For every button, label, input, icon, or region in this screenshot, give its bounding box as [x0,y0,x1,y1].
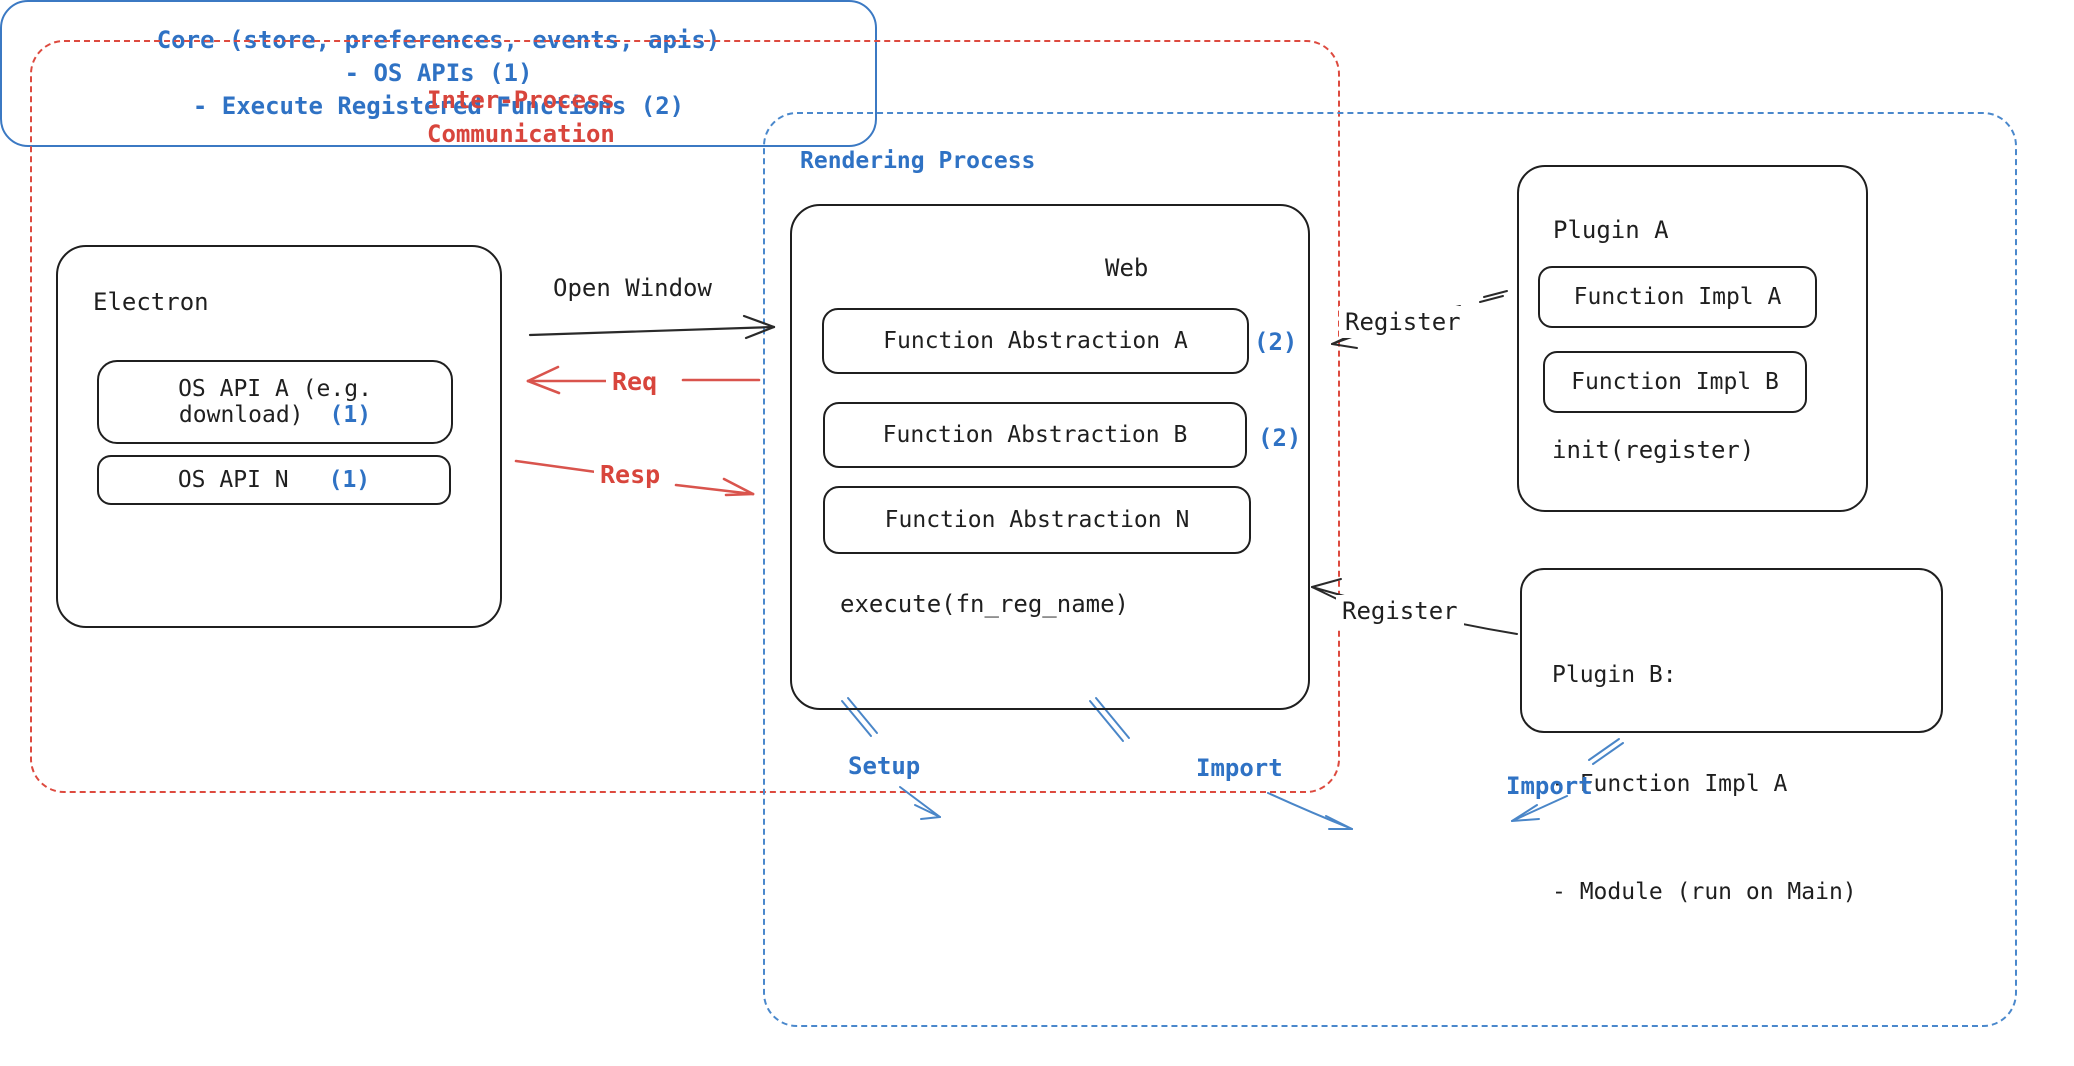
electron-title: Electron [93,288,209,316]
os-api-n-label: OS API N [177,467,289,493]
setup-label: Setup [848,752,921,780]
os-api-a-line1: OS API A (e.g. [178,376,372,402]
web-box [790,204,1310,710]
open-window-label: Open Window [553,274,712,302]
resp-label: Resp [594,458,667,492]
function-abstraction-b-badge: (2) [1258,424,1302,452]
electron-box [56,245,502,628]
rendering-process-dashed-container [763,112,2017,1027]
import-plugin-b-label: Import [1506,772,1593,800]
plugin-b-item1: - Function Impl A [1552,770,1788,797]
register-plugin-b-label: Register [1336,595,1464,628]
plugin-a-init-label: init(register) [1552,436,1755,464]
open-window-arrow-icon [528,314,776,340]
import-web-label: Import [1196,754,1283,782]
function-abstraction-n-box: Function Abstraction N [823,486,1251,554]
function-abstraction-a-box: Function Abstraction A [822,308,1249,374]
req-label: Req [606,365,664,399]
core-line3: - Execute Registered Functions (2) [192,92,685,120]
core-line2: - OS APIs (1) [344,59,533,87]
os-api-a-box: OS API A (e.g. download)(1) [97,360,453,444]
plugin-a-title: Plugin A [1553,216,1669,244]
register-plugin-a-label: Register [1339,306,1467,339]
plugin-b-title: Plugin B: [1552,661,1677,688]
plugin-b-content: Plugin B: - Function Impl A - Module (ru… [1552,588,1857,979]
function-abstraction-b-box: Function Abstraction B [823,402,1247,468]
ipc-dashed-container [30,40,1340,793]
req-arrow-icon [526,365,761,395]
ipc-label-line2: Communication [427,120,615,148]
import-web-arrow-icon [1089,697,1353,830]
ipc-label-line1: Inter-Process [427,86,615,114]
setup-arrow-icon [841,697,941,820]
function-abstraction-a-badge: (2) [1254,328,1298,356]
os-api-a-badge: (1) [329,402,372,428]
plugin-a-box [1517,165,1868,512]
os-api-n-box: OS API N (1) [97,455,451,505]
plugin-b-box [1520,568,1943,733]
function-impl-a-box: Function Impl A [1538,266,1817,328]
plugin-b-item2: - Module (run on Main) [1552,879,1857,906]
import-plugin-b-arrow-icon [1511,738,1624,822]
resp-arrow-icon [514,459,755,497]
os-api-n-badge: (1) [328,467,371,493]
web-title: Web [1105,254,1149,282]
execute-label: execute(fn_reg_name) [840,590,1129,618]
os-api-a-line2: download)(1) [178,402,372,428]
rendering-process-label: Rendering Process [800,148,1036,174]
function-impl-b-box: Function Impl B [1543,351,1807,413]
